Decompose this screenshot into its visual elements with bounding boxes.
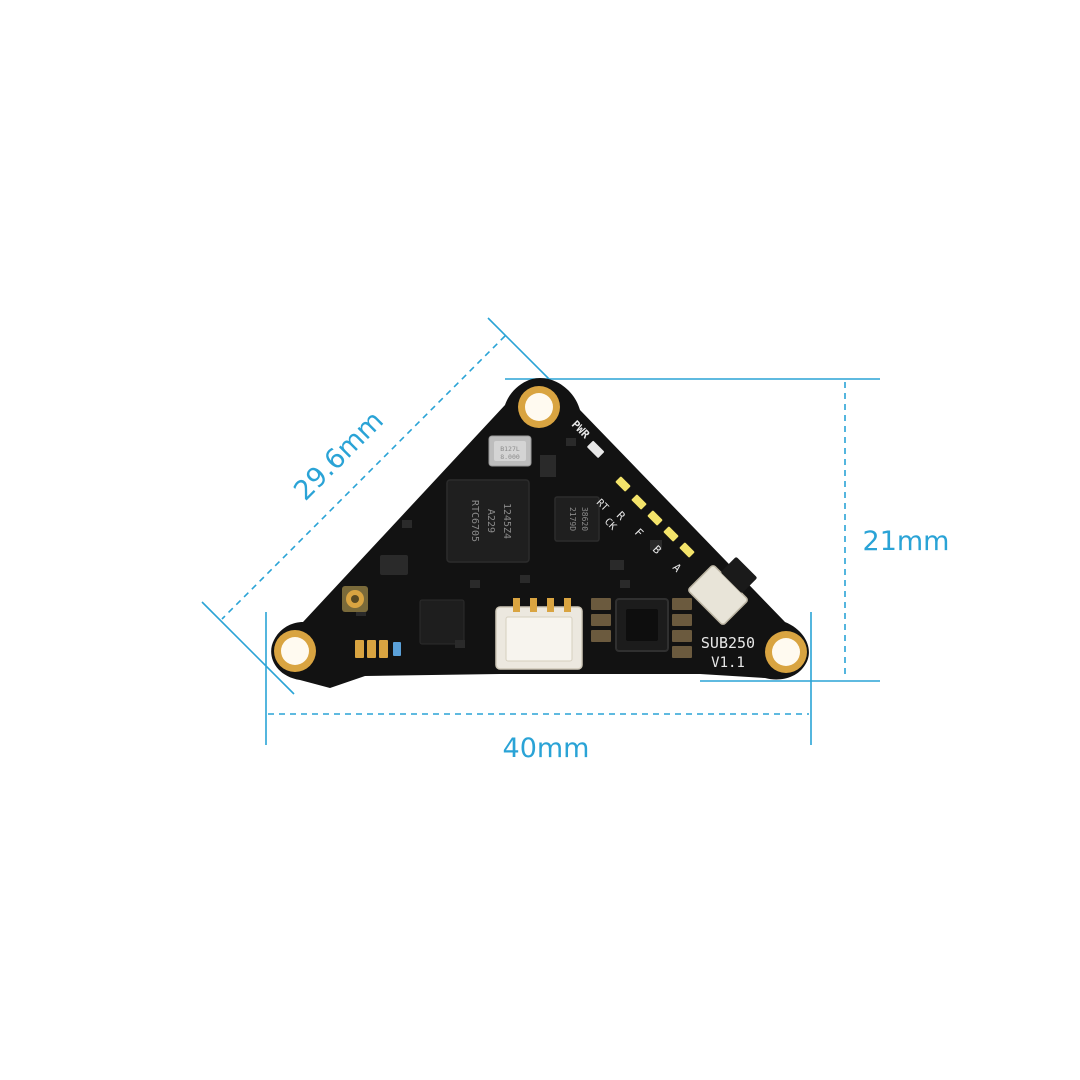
bottom-left-pads bbox=[355, 640, 401, 658]
diagonal-extension-bottom bbox=[201, 601, 295, 695]
height-dimension-label: 21mm bbox=[863, 526, 950, 557]
main-chip-rtc6705: 1245Z4 A229 RTC6705 bbox=[446, 479, 530, 563]
power-inductor bbox=[615, 598, 669, 652]
slide-switch bbox=[688, 557, 757, 625]
antenna-connector bbox=[342, 586, 368, 612]
side-chip-text-0: 38620 bbox=[580, 507, 589, 531]
dimension-lines bbox=[201, 317, 880, 745]
crystal-text-1: B127L bbox=[500, 445, 520, 453]
small-components bbox=[356, 438, 662, 648]
crystal-oscillator: B127L 8.000 bbox=[488, 435, 532, 467]
diagonal-dimension-label: 29.6mm bbox=[288, 405, 390, 507]
side-chip: 38620 2179D bbox=[554, 496, 600, 542]
diagonal-extension-top bbox=[487, 317, 553, 383]
crystal-text-0: 8.000 bbox=[500, 453, 520, 461]
main-chip-text-1: A229 bbox=[485, 509, 496, 533]
version-silkscreen: V1.1 bbox=[711, 655, 745, 671]
jst-connector bbox=[495, 598, 583, 670]
main-chip-text-0: RTC6705 bbox=[469, 500, 480, 542]
main-chip-text-2: 1245Z4 bbox=[501, 503, 512, 539]
pcb-board: B127L 8.000 1245Z4 A229 RTC6705 38620 21… bbox=[271, 378, 809, 688]
pcb-outline bbox=[271, 378, 809, 688]
diagonal-dimension-line bbox=[221, 335, 506, 620]
status-leds bbox=[587, 440, 695, 558]
power-capacitors bbox=[591, 598, 692, 658]
width-dimension-label: 40mm bbox=[503, 733, 590, 764]
side-chip-text-1: 2179D bbox=[568, 507, 577, 531]
model-silkscreen: SUB250 bbox=[701, 634, 755, 652]
